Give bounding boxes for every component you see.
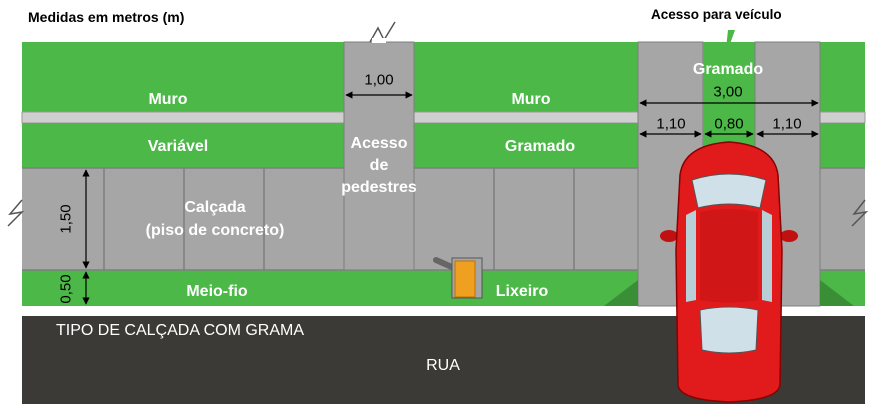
label-lixeiro: Lixeiro [495,283,549,300]
label-muro-left: Muro [148,91,188,108]
label-meio-fio: Meio-fio [186,283,248,300]
vehicle-callout-pointer [725,30,735,58]
label-pedestrian-3: pedestres [341,179,417,196]
dim-pedestrian: 1,00 [364,71,394,89]
label-pedestrian-2: de [369,157,389,174]
label-rua: RUA [426,357,460,374]
pedestrian-access [343,41,415,271]
break-mark-right [851,199,869,227]
units-note: Medidas em metros (m) [28,9,185,25]
label-calcada-2: (piso de concreto) [145,222,285,239]
ramp-right [820,280,854,306]
trash-bin-icon [433,257,483,299]
dim-calcada-height: 1,50 [57,204,75,234]
dim-vehicle-total: 3,00 [713,83,743,101]
car-icon [660,141,798,403]
vehicle-access-label: Acesso para veículo [651,7,782,22]
label-calcada-1: Calçada [184,199,246,216]
label-gramado-top: Gramado [692,61,764,78]
label-gramado-mid: Gramado [504,138,576,155]
dim-left-strip: 1,10 [656,115,686,133]
label-tipo: TIPO DE CALÇADA COM GRAMA [55,322,305,339]
dim-right-strip: 1,10 [772,115,802,133]
label-muro-mid: Muro [511,91,551,108]
ramp-left [604,280,638,306]
break-mark-left [7,199,25,227]
label-variavel: Variável [147,138,209,155]
label-pedestrian-1: Acesso [350,135,408,152]
dim-center-strip: 0,80 [714,115,744,133]
dim-meiofio-height: 0,50 [57,274,75,304]
break-mark-top [369,21,396,43]
